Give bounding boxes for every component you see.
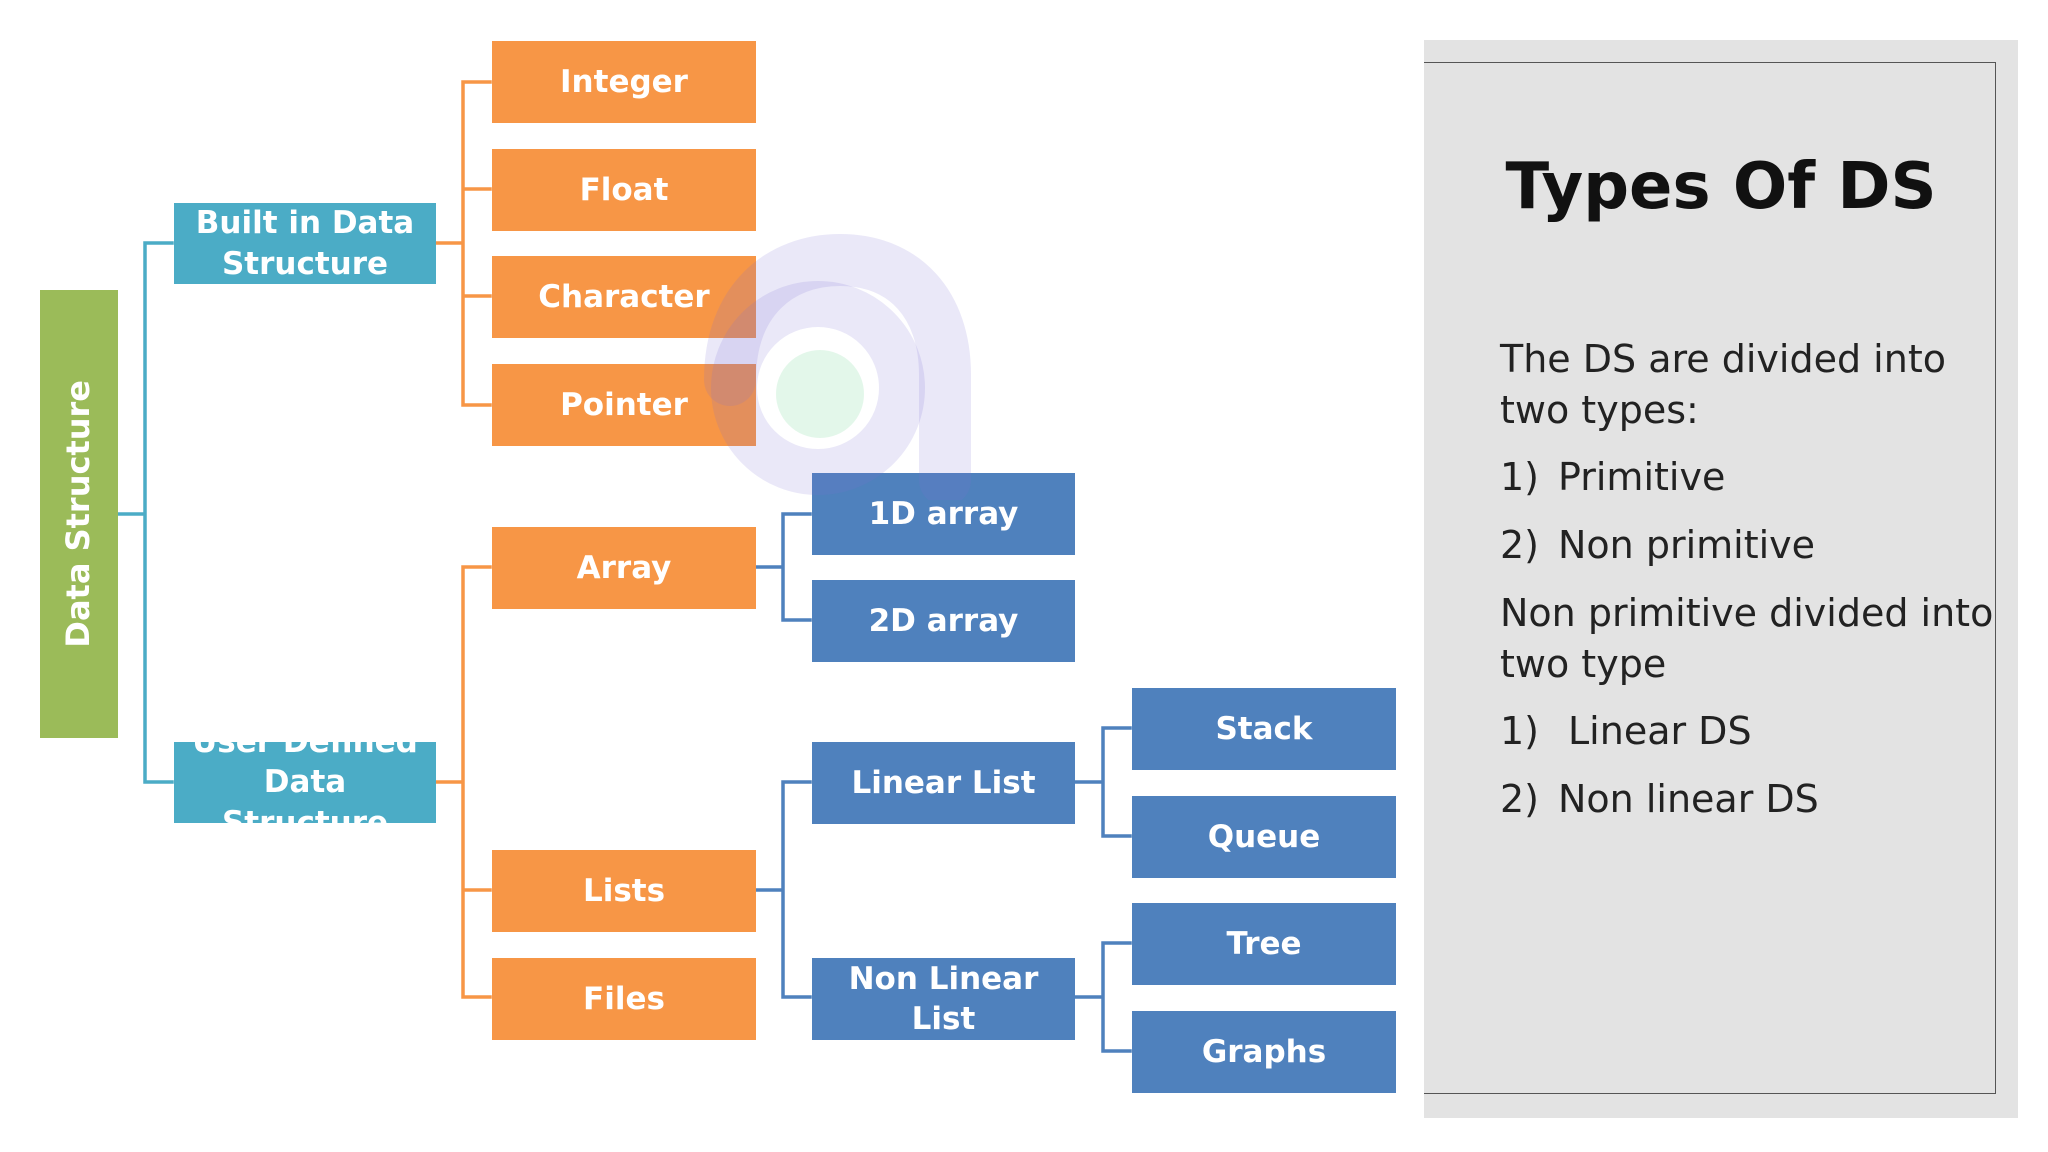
panel-intro: The DS are divided into two types:	[1500, 337, 1946, 432]
node-files: Files	[492, 958, 756, 1040]
node-tree: Tree	[1132, 903, 1396, 985]
list-text: Primitive	[1558, 455, 1726, 499]
node-array: Array	[492, 527, 756, 609]
connector-lists	[755, 780, 812, 999]
list-text: Non primitive	[1558, 523, 1816, 567]
node-linear-list: Linear List	[812, 742, 1075, 824]
node-lists: Lists	[492, 850, 756, 932]
node-user-defined: User Defined Data Structure	[174, 724, 436, 841]
list-item: 1) Primitive	[1500, 452, 2005, 503]
list-text: Non linear DS	[1558, 777, 1819, 821]
node-non-linear-list: Non Linear List	[812, 958, 1075, 1040]
node-graphs: Graphs	[1132, 1011, 1396, 1093]
panel-body: The DS are divided into two types: 1) Pr…	[1500, 334, 2005, 842]
connector-builtin	[434, 80, 492, 407]
list-number: 2)	[1500, 523, 1540, 567]
node-stack: Stack	[1132, 688, 1396, 770]
info-panel	[1424, 40, 2018, 1118]
node-built-in: Built in Data Structure	[174, 203, 436, 284]
list-item: 2) Non linear DS	[1500, 774, 2005, 825]
connector-userdefined	[434, 565, 492, 999]
panel-sub-intro: Non primitive divided into two type	[1500, 591, 1994, 686]
info-panel-frame-top	[1424, 62, 1996, 63]
data-structure-diagram: Data Structure Built in Data Structure U…	[40, 41, 1396, 1093]
list-number: 1)	[1500, 709, 1540, 753]
node-data-structure-label: Data Structure	[59, 380, 98, 648]
node-integer: Integer	[492, 41, 756, 123]
node-data-structure: Data Structure	[40, 290, 118, 738]
list-number: 2)	[1500, 777, 1540, 821]
list-item: 2) Non primitive	[1500, 520, 2005, 571]
list-item: 1) Linear DS	[1500, 706, 2005, 757]
node-1d-array: 1D array	[812, 473, 1075, 555]
list-text: Linear DS	[1568, 709, 1752, 753]
list-number: 1)	[1500, 455, 1540, 499]
connector-linear	[1074, 726, 1132, 838]
node-pointer: Pointer	[492, 364, 756, 446]
connector-nonlinear	[1074, 941, 1132, 1053]
node-float: Float	[492, 149, 756, 231]
node-character: Character	[492, 256, 756, 338]
tree-connectors	[116, 80, 1132, 1053]
panel-title: Types Of DS	[1505, 150, 1937, 224]
node-2d-array: 2D array	[812, 580, 1075, 662]
connector-root	[116, 241, 174, 784]
connector-array	[755, 512, 812, 622]
node-queue: Queue	[1132, 796, 1396, 878]
